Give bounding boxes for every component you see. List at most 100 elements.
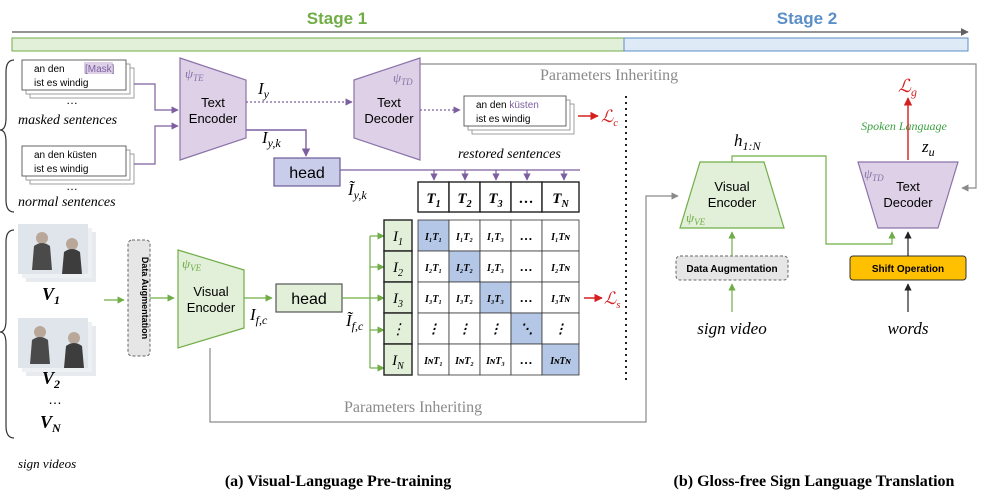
- matrix-col-header-label: T3: [488, 191, 502, 210]
- matrix-row-header-label: IN: [391, 353, 405, 372]
- matrix-cell: [510, 250, 543, 283]
- text-head-bus-drops: [430, 170, 568, 181]
- normal-ellipsis: …: [66, 179, 78, 193]
- visual-encoder-b-label-1: Visual: [714, 179, 749, 194]
- matrix-cell-label: ⋮: [489, 321, 502, 336]
- matrix-col-header: [479, 181, 512, 213]
- matrix-col-header: [448, 181, 481, 213]
- spoken-language-label: Spoken Language: [861, 119, 947, 133]
- data-augmentation-vertical-label: Data Augmentation: [140, 257, 150, 339]
- matrix-cell-label: I₁Tɴ: [550, 232, 570, 243]
- caption-a: (a) Visual-Language Pre-training: [225, 473, 451, 490]
- video-v1-label: V1: [42, 284, 60, 307]
- matrix-cell: [541, 250, 580, 283]
- params-inheriting-top-label: Parameters Inheriting: [540, 67, 678, 84]
- matrix-col-header-label: T2: [457, 191, 471, 210]
- matrix-cell-label: I₃T₁: [424, 294, 442, 305]
- matrix-col-header: [541, 181, 580, 213]
- text-encoder-block: [179, 57, 247, 161]
- matrix-cell-label: ⋮: [427, 321, 440, 336]
- matrix-row-header-label: I1: [392, 229, 403, 248]
- matrix-cell: [541, 219, 580, 252]
- caption-b: (b) Gloss-free Sign Language Translation: [674, 473, 955, 490]
- words-label: words: [888, 319, 929, 338]
- matrix-cell-label: IɴTɴ: [549, 356, 571, 367]
- matrix-cell-label: ⋱: [520, 321, 533, 336]
- matrix-cell: [541, 312, 580, 345]
- restored-sentences-stack: an den küsten ist es windig: [463, 95, 575, 135]
- masked-sentences-stack: an den [Mask] ist es windig …: [21, 59, 135, 107]
- matrix-cell-label: I₃T₂: [455, 294, 473, 305]
- matrix-col-header-label: TN: [552, 191, 569, 210]
- z-label: zu: [921, 137, 935, 159]
- restored-sentences-label: restored sentences: [458, 147, 561, 162]
- matrix-cell: [448, 343, 481, 376]
- normal-sentences-stack: an den küsten ist es windig …: [21, 145, 135, 193]
- matrix-cell-label: ⋮: [458, 321, 471, 336]
- matrix-cell: [510, 219, 543, 252]
- matrix-cell-label: I₂T₁: [424, 263, 442, 274]
- params-inheriting-top-line: [420, 63, 977, 192]
- masked-line1-prefix: an den: [34, 64, 65, 75]
- stage1-label: Stage 1: [307, 9, 367, 28]
- text-encoder-label-1: Text: [201, 95, 225, 110]
- matrix-cell-label: I₁T₁: [424, 232, 442, 243]
- text-encoder-label-2: Encoder: [189, 111, 238, 126]
- loss-c: ℒc: [601, 107, 618, 129]
- visual-encoder-b-output: [731, 155, 896, 245]
- text-head-label: head: [289, 165, 325, 182]
- matrix-cell: [479, 312, 512, 345]
- matrix-cell-label: IɴT₁: [423, 356, 443, 367]
- matrix-diagonal-cell: [541, 343, 580, 376]
- text-decoder-label-1: Text: [377, 95, 401, 110]
- sign-video-thumbnail-1: [18, 224, 96, 282]
- matrix-cell-label: ⋮: [554, 321, 567, 336]
- normal-to-encoder-arrow: [134, 122, 179, 165]
- matrix-row-header: [383, 343, 413, 376]
- matrix-cell-label: I₃T₃: [486, 294, 504, 305]
- text-head-block: [273, 157, 341, 187]
- i-tilde-fc-label: Ĩf,c: [345, 311, 364, 333]
- stage2-label: Stage 2: [777, 9, 837, 28]
- matrix-cell: [541, 281, 580, 314]
- matrix-cell-label: IɴT₃: [485, 356, 505, 367]
- visual-encoder-block: [177, 249, 245, 349]
- masked-ellipsis: …: [66, 93, 78, 107]
- loss-s: ℒs: [604, 289, 621, 311]
- svg-text:an den küsten: an den küsten: [476, 100, 539, 111]
- matrix-cell-label: IɴT₂: [454, 356, 474, 367]
- sign-video-thumbnail-2: [18, 318, 96, 376]
- visual-encoder-b-block: [679, 161, 785, 229]
- i-fc-label: If,c: [249, 305, 268, 327]
- matrix-cell-label: I₁T₃: [486, 232, 504, 243]
- restored-word: küsten: [509, 100, 538, 111]
- matrix-col-header: [510, 181, 543, 213]
- masked-sentences-label: masked sentences: [18, 113, 118, 128]
- visual-head-label: head: [291, 291, 327, 308]
- matrix-row-header: [383, 281, 413, 314]
- matrix-row-header-label: I3: [392, 291, 403, 310]
- normal-line1: an den küsten: [34, 150, 97, 161]
- matrix-diagonal-cell: [479, 281, 512, 314]
- visual-head-bus: [369, 232, 385, 372]
- visual-encoder-b-label-2: Encoder: [708, 195, 757, 210]
- text-decoder-b-label-2: Decoder: [883, 195, 933, 210]
- matrix-cell: [479, 343, 512, 376]
- params-inheriting-bottom-line: [209, 192, 679, 423]
- psi-ve-symbol: ψVE: [182, 256, 202, 273]
- text-decoder-b-label-1: Text: [896, 179, 920, 194]
- sign-video-label: sign video: [697, 319, 766, 338]
- stage1-bar: [11, 37, 625, 52]
- text-decoder-block: [353, 57, 421, 161]
- visual-encoder-label-1: Visual: [193, 284, 228, 299]
- matrix-cell-label: …: [520, 290, 533, 305]
- psi-te-symbol: ψTE: [185, 66, 204, 83]
- matrix-col-header-label: …: [519, 191, 534, 207]
- restored-line1-prefix: an den: [476, 100, 509, 111]
- sign-videos-label: sign videos: [18, 456, 76, 471]
- video-brace: [0, 229, 15, 439]
- masked-line2: ist es windig: [34, 78, 88, 89]
- matrix-cell-label: I₂T₂: [455, 263, 473, 274]
- matrix-cell: [417, 343, 450, 376]
